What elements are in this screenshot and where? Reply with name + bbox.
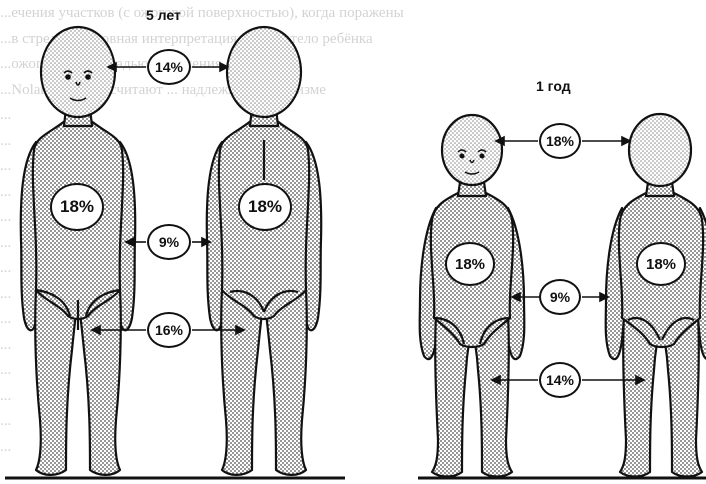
badge-1y-trunk-back: 18% — [636, 242, 686, 286]
badge-5y-trunk-back: 18% — [238, 183, 292, 231]
badge-5y-leg: 16% — [147, 312, 191, 348]
age-label-5-years: 5 лет — [146, 7, 181, 23]
child-5y-front-figure — [21, 27, 135, 475]
badge-1y-leg: 14% — [539, 362, 581, 398]
badge-1y-head: 18% — [539, 123, 581, 159]
age-label-1-year: 1 год — [536, 78, 571, 94]
child-1y-front-figure — [420, 115, 525, 477]
badge-1y-arm: 9% — [539, 279, 581, 315]
badge-1y-trunk-front: 18% — [445, 242, 495, 286]
badge-5y-arm: 9% — [147, 224, 191, 260]
badge-5y-trunk-front: 18% — [50, 183, 104, 231]
badge-5y-head: 14% — [147, 49, 191, 85]
child-5y-back-figure — [207, 27, 321, 475]
child-1y-back-figure — [606, 114, 706, 477]
